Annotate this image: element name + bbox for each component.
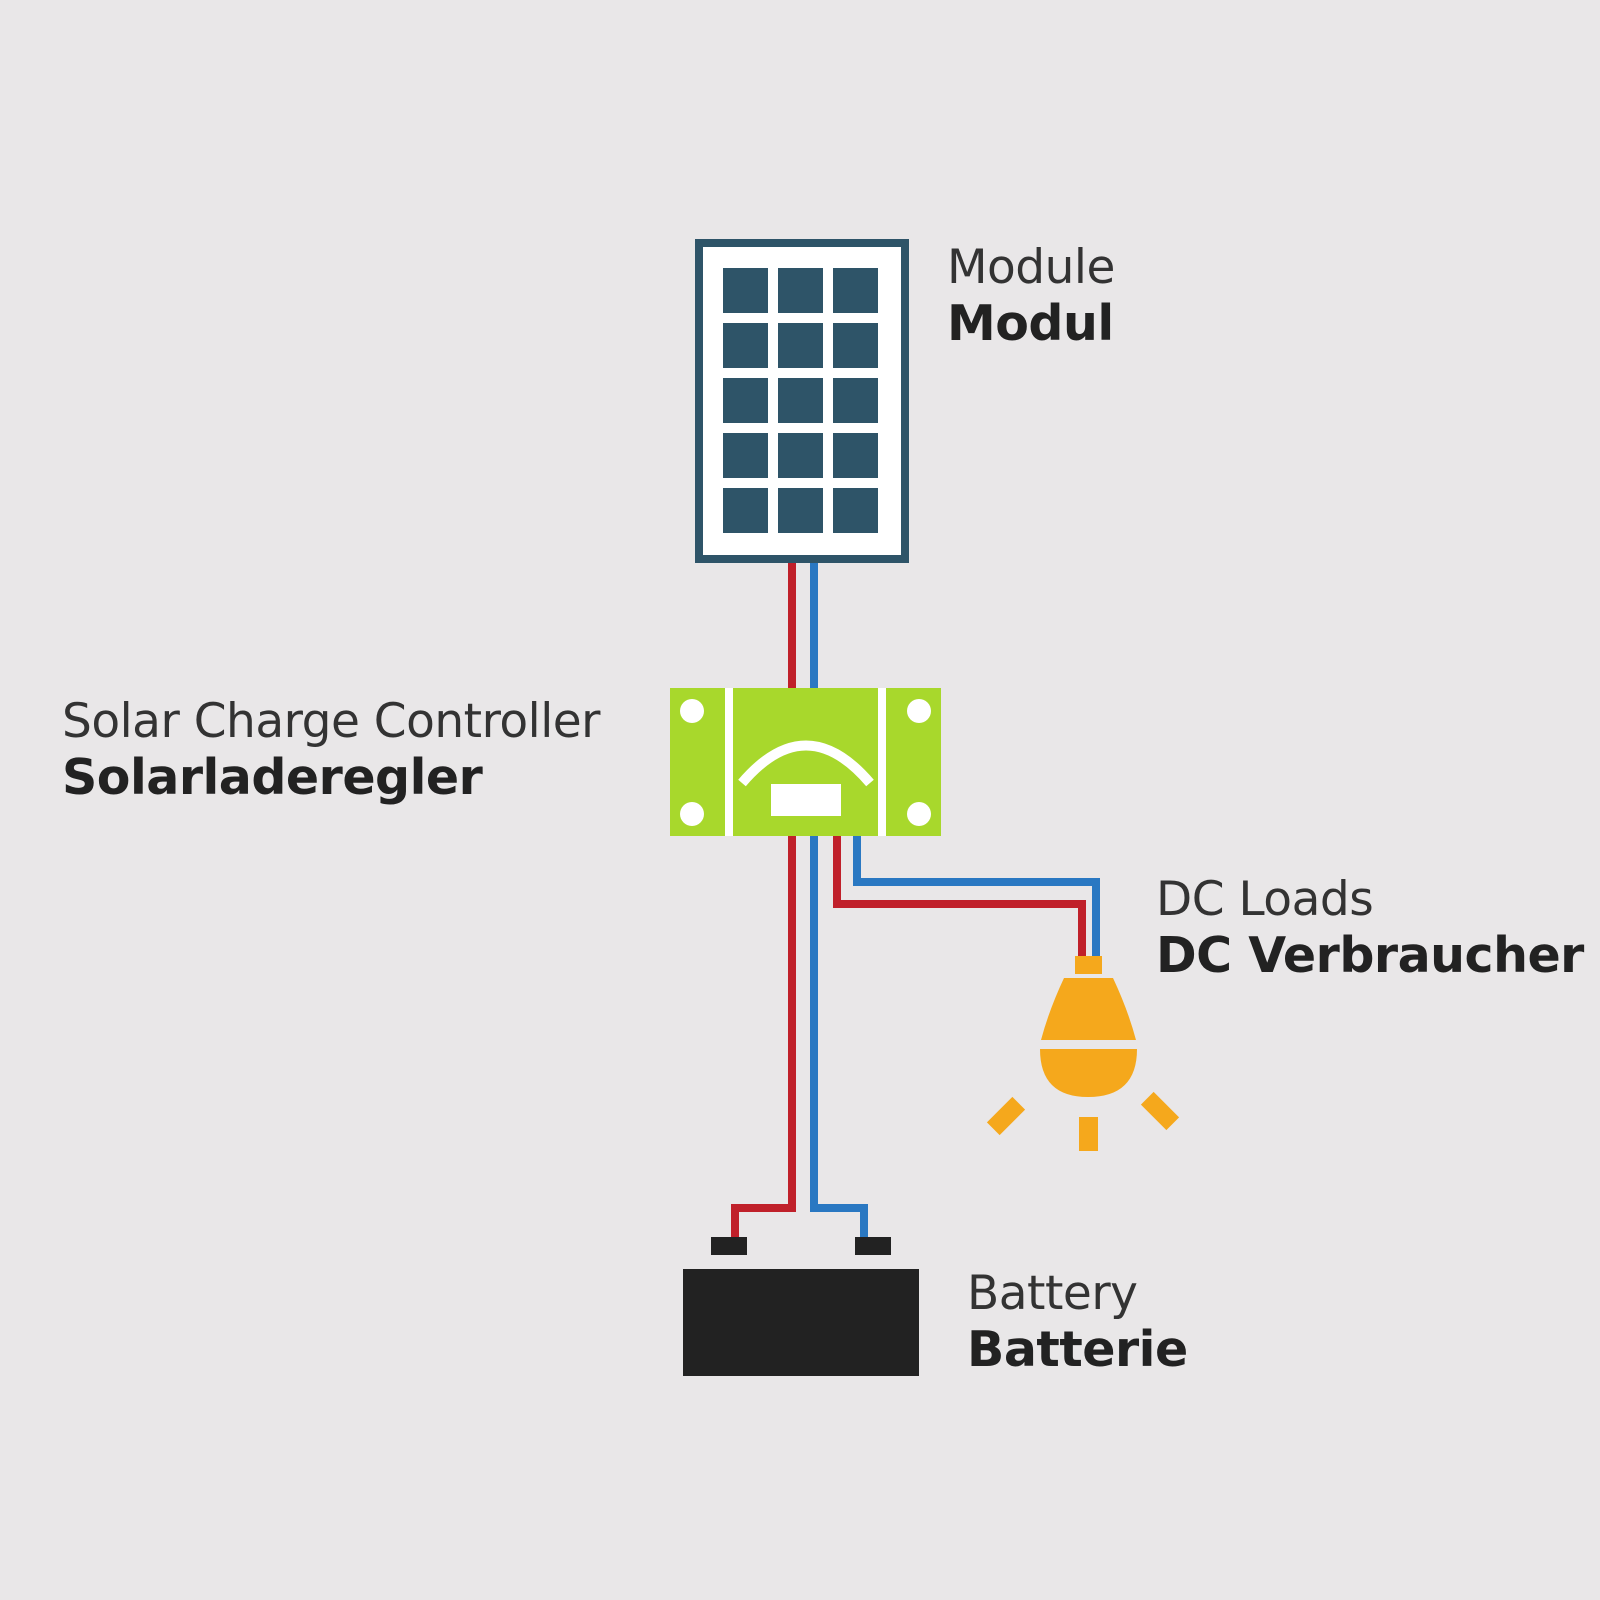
module-label-en: Module bbox=[947, 240, 1115, 295]
battery-label-en: Battery bbox=[967, 1266, 1138, 1321]
wire-negative-battery bbox=[810, 835, 868, 1240]
solar-panel-icon bbox=[695, 239, 909, 563]
module-label-de: Modul bbox=[947, 295, 1114, 352]
loads-label: DC Loads DC Verbraucher bbox=[1156, 876, 1584, 980]
controller-loads-wires bbox=[833, 835, 1100, 958]
controller-battery-wires bbox=[731, 835, 868, 1240]
light-bulb-icon bbox=[986, 956, 1180, 1151]
controller-label-de: Solarladeregler bbox=[62, 749, 483, 806]
battery-label-de: Batterie bbox=[967, 1321, 1188, 1378]
charge-controller-icon bbox=[670, 688, 941, 836]
loads-label-en: DC Loads bbox=[1156, 872, 1374, 927]
module-label: Module Modul bbox=[947, 244, 1115, 348]
loads-label-de: DC Verbraucher bbox=[1156, 927, 1584, 984]
battery-icon bbox=[683, 1237, 919, 1376]
wire-positive-battery bbox=[731, 835, 796, 1240]
module-controller-wires bbox=[788, 557, 818, 692]
wire-negative-loads bbox=[853, 835, 1100, 958]
wire-positive-loads bbox=[833, 835, 1086, 958]
controller-label: Solar Charge Controller Solarladeregler bbox=[62, 694, 601, 806]
battery-label: Battery Batterie bbox=[967, 1270, 1188, 1374]
controller-label-en: Solar Charge Controller bbox=[62, 694, 601, 749]
